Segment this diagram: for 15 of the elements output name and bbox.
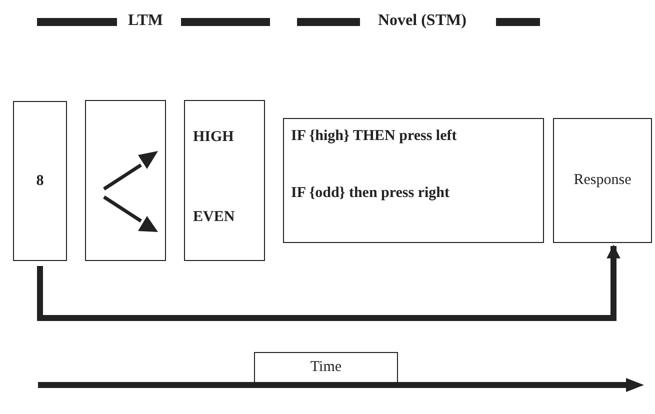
process-box (553, 118, 652, 243)
box-text: HIGH (193, 129, 234, 146)
box-text: Time (310, 359, 342, 376)
box-text: IF {odd} then press right (291, 185, 450, 202)
box-text: 8 (36, 172, 44, 190)
process-box (184, 100, 265, 261)
connector-arrow (37, 244, 620, 321)
box-text: EVEN (193, 209, 235, 226)
section-heading: Novel (STM) (378, 12, 466, 30)
time-label-box (254, 352, 398, 383)
box-text: Response (574, 172, 632, 189)
process-box (283, 118, 544, 243)
section-heading: LTM (128, 12, 163, 30)
process-box (13, 101, 67, 261)
box-text: IF {high} THEN press left (291, 128, 457, 145)
